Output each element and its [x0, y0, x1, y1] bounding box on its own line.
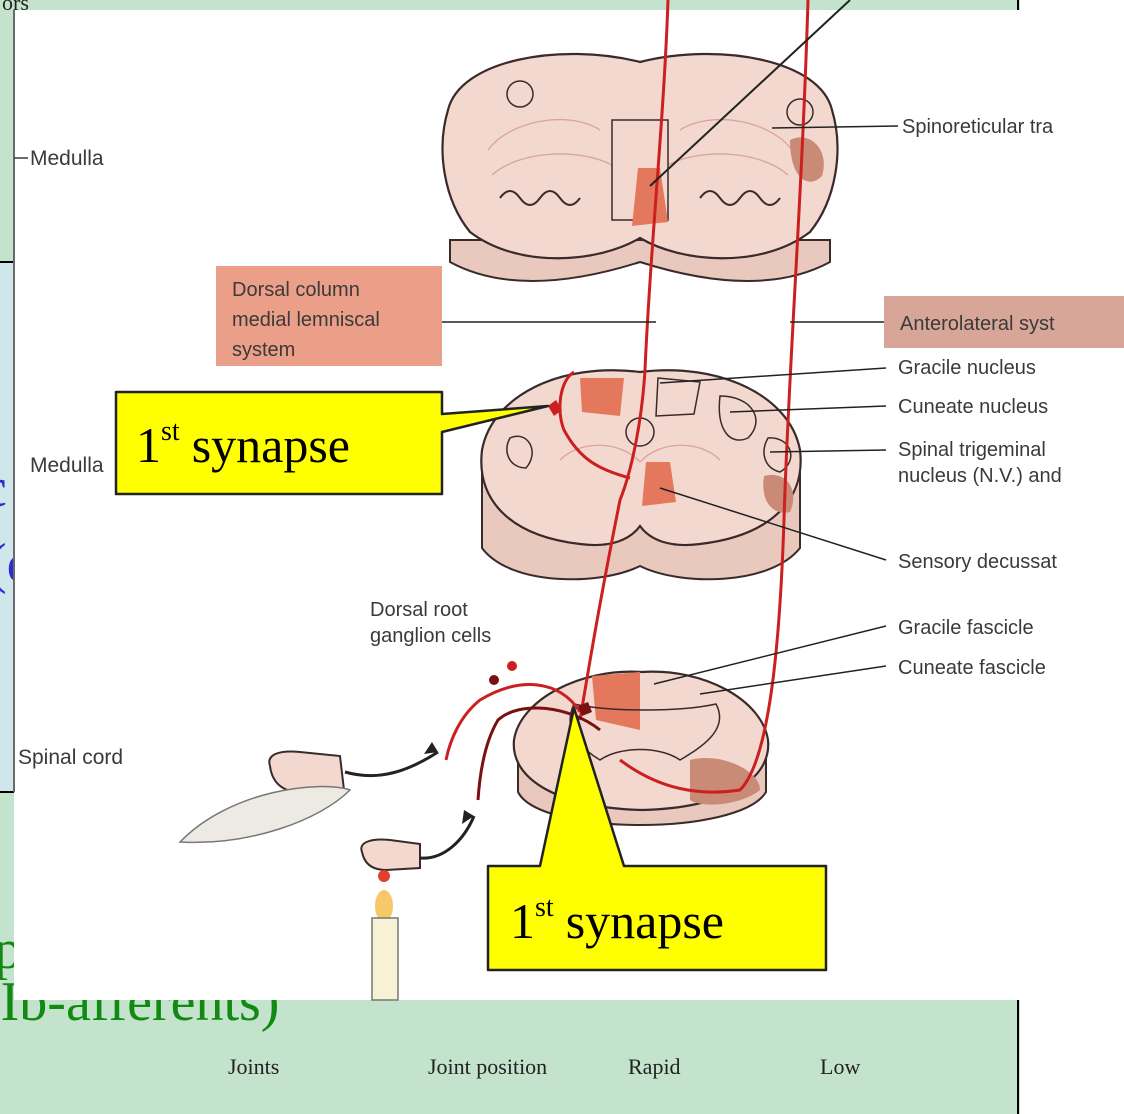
medial-lemniscus: [642, 462, 676, 506]
row-label-medulla-lower: Medulla: [30, 454, 104, 477]
table-cell: Joints: [228, 1054, 279, 1079]
label-spinoreticular: Spinoreticular tra: [902, 116, 1054, 138]
label-cuneate-nucleus: Cuneate nucleus: [898, 396, 1048, 418]
dcml-line: system: [232, 339, 295, 361]
label-gracile-nucleus: Gracile nucleus: [898, 357, 1036, 379]
gracile-nucleus-right: [656, 378, 700, 416]
dcml-line: medial lemniscal: [232, 309, 380, 331]
flame-icon: [375, 890, 393, 922]
slide-blue-panel: [0, 262, 14, 792]
label-spinal-trigeminal: Spinal trigeminal: [898, 439, 1046, 461]
table-cell: Low: [820, 1054, 860, 1079]
drg-label: ganglion cells: [370, 625, 491, 647]
upper-medulla-section: [443, 54, 838, 281]
gracile-nucleus: [580, 378, 624, 416]
dcml-line: Dorsal column: [232, 279, 360, 301]
medulla-cross-section: [443, 54, 838, 258]
flame-glow: [378, 870, 390, 882]
medulla-cross-section: [481, 370, 800, 545]
row-label-spinal-cord: Spinal cord: [18, 746, 123, 769]
table-cell: Joint position: [428, 1054, 547, 1079]
slide-fragment-blue: c: [0, 457, 7, 519]
label-gracile-fascicle: Gracile fascicle: [898, 617, 1034, 639]
finger-icon: [269, 752, 344, 792]
drg-cell: [489, 675, 499, 685]
label-trigeminal-nucleus: nucleus (N.V.) and: [898, 465, 1062, 487]
drg-cell: [507, 661, 517, 671]
label-anterolateral: Anterolateral syst: [900, 313, 1055, 335]
drg-label: Dorsal root: [370, 599, 468, 621]
label-cuneate-fascicle: Cuneate fascicle: [898, 657, 1046, 679]
label-sensory-decussation: Sensory decussat: [898, 551, 1057, 573]
candle-icon: [372, 918, 398, 1000]
finger-icon: [361, 840, 420, 871]
row-label-medulla-upper: Medulla: [30, 147, 104, 170]
table-cell: Rapid: [628, 1054, 681, 1079]
spinal-cord-section: [514, 672, 768, 825]
